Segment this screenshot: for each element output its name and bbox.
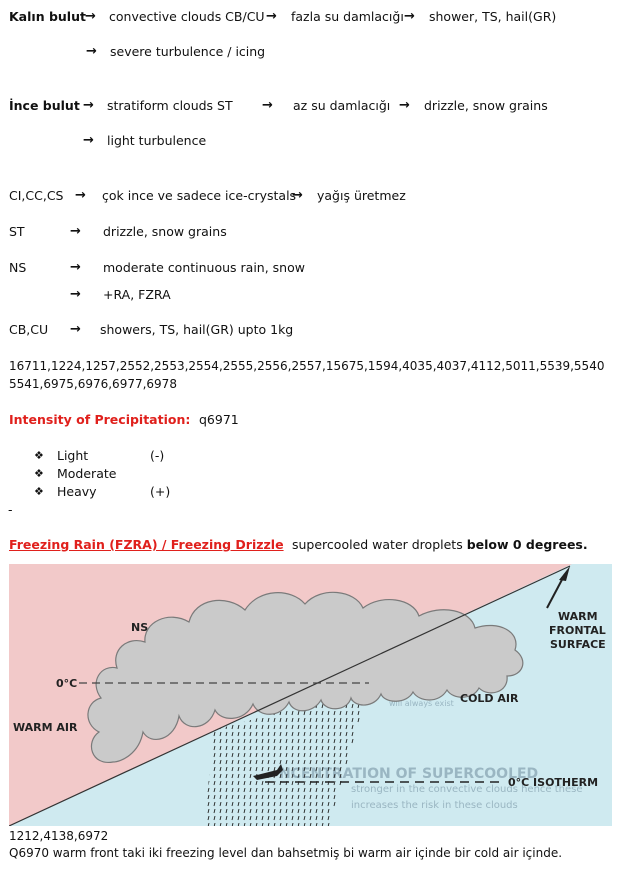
type-name: CI,CC,CS	[9, 188, 64, 203]
kalin-d: severe turbulence / icing	[110, 44, 266, 59]
warm-frontal-surface-line	[9, 565, 571, 826]
intensity-title: Intensity of Precipitation:	[9, 412, 191, 427]
aircraft-icon	[253, 764, 283, 780]
bullet-icon: ❖	[34, 485, 44, 498]
warm-frontal-label: SURFACE	[550, 638, 606, 651]
intensity-symbol: (-)	[150, 448, 165, 463]
kalin-b: fazla su damlacığı	[291, 9, 404, 24]
kalin-c: shower, TS, hail(GR)	[429, 9, 557, 24]
arrow-icon: →	[83, 98, 94, 113]
warm-frontal-label: FRONTAL	[549, 624, 606, 637]
ince-c: drizzle, snow grains	[424, 98, 548, 113]
arrow-icon: →	[262, 98, 273, 113]
bullet-icon: ❖	[34, 449, 44, 462]
arrow-icon: →	[70, 260, 81, 275]
type-desc: showers, TS, hail(GR) upto 1kg	[100, 322, 294, 337]
arrow-icon: →	[70, 224, 81, 239]
warm-air-label: WARM AIR	[13, 721, 78, 734]
ns-cloud	[87, 591, 524, 763]
arrow-icon: →	[85, 9, 96, 24]
warm-frontal-label: WARM	[558, 610, 598, 623]
arrow-icon: →	[86, 44, 97, 59]
type-desc: çok ince ve sadece ice-crystals	[102, 188, 297, 203]
ns-label: NS	[131, 621, 148, 634]
arrow-icon: →	[70, 322, 81, 337]
kalin-bulut-title: Kalın bulut	[9, 9, 86, 24]
question-refs: 16711,1224,1257,2552,2553,2554,2555,2556…	[9, 359, 605, 373]
intensity-item: Moderate	[57, 466, 117, 481]
question-refs: 1212,4138,6972	[9, 829, 109, 843]
note-text: Q6970 warm front taki iki freezing level…	[9, 846, 563, 860]
isotherm-label: 0°C ISOTHERM	[508, 776, 598, 789]
type-name: ST	[9, 224, 25, 239]
ince-d: light turbulence	[107, 133, 207, 148]
pointer-line	[546, 573, 566, 609]
precipitation-shading	[204, 688, 369, 826]
intensity-symbol: (+)	[150, 484, 171, 499]
svg-text:stronger in the convective clo: stronger in the convective clouds hence …	[351, 784, 583, 795]
type-extra: yağış üretmez	[317, 188, 406, 203]
ince-a: stratiform clouds ST	[107, 98, 233, 113]
arrow-icon: →	[266, 9, 277, 24]
arrow-icon: →	[70, 287, 81, 302]
intensity-question: q6971	[199, 412, 239, 427]
arrow-icon: →	[399, 98, 410, 113]
intensity-item: Light	[57, 448, 89, 463]
ince-b: az su damlacığı	[293, 98, 391, 113]
freezing-title: Freezing Rain (FZRA) / Freezing Drizzle	[9, 537, 284, 552]
question-refs: 5541,6975,6976,6977,6978	[9, 377, 177, 391]
arrow-icon: →	[404, 9, 415, 24]
arrow-icon	[559, 566, 570, 581]
zero-degree-label: 0°C	[56, 677, 77, 690]
type-desc: moderate continuous rain, snow	[103, 260, 305, 275]
svg-text:will always exist: will always exist	[389, 699, 454, 708]
dash-mark: -	[8, 502, 13, 517]
type-desc2: +RA, FZRA	[103, 287, 171, 302]
arrow-icon: →	[83, 133, 94, 148]
warm-front-diagram: Light will always exist NCENTRATION OF S…	[9, 564, 612, 826]
type-name: NS	[9, 260, 27, 275]
cold-air-label: COLD AIR	[460, 692, 519, 705]
intensity-item: Heavy	[57, 484, 97, 499]
type-name: CB,CU	[9, 322, 49, 337]
kalin-a: convective clouds CB/CU	[109, 9, 265, 24]
svg-text:increases the risk in these cl: increases the risk in these clouds	[351, 800, 518, 811]
arrow-icon: →	[292, 188, 303, 203]
type-desc: drizzle, snow grains	[103, 224, 227, 239]
ince-bulut-title: İnce bulut	[9, 98, 80, 113]
freezing-desc: supercooled water droplets below 0 degre…	[292, 537, 588, 552]
arrow-icon: →	[75, 188, 86, 203]
bullet-icon: ❖	[34, 467, 44, 480]
